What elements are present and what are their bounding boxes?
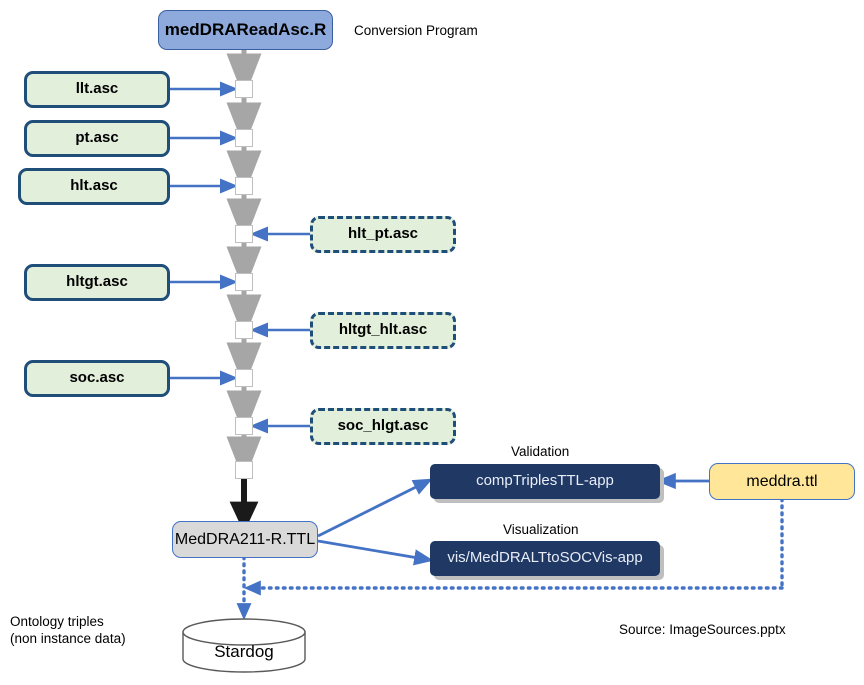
relationship-file-label: hltgt_hlt.asc xyxy=(338,321,428,339)
database-label: Stardog xyxy=(214,642,274,662)
source-file-llt[interactable]: llt.asc xyxy=(24,71,170,108)
conversion-program-label: Conversion Program xyxy=(354,23,478,38)
relationship-file-label: hlt_pt.asc xyxy=(347,225,419,243)
relationship-file-hlt-pt[interactable]: hlt_pt.asc xyxy=(310,216,456,253)
pipeline-junction xyxy=(235,321,253,339)
relationship-file-label: soc_hlgt.asc xyxy=(337,417,429,435)
program-box-medDRAReadAsc[interactable]: medDRAReadAsc.R xyxy=(158,10,333,50)
pipeline-junction xyxy=(235,417,253,435)
app-label: compTriplesTTL-app xyxy=(476,472,614,490)
visualization-caption: Visualization xyxy=(503,522,579,537)
stardog-cylinder-shape xyxy=(182,618,306,673)
app-compTriplesTTL[interactable]: compTriplesTTL-app xyxy=(430,464,660,499)
relationship-file-hltgt-hlt[interactable]: hltgt_hlt.asc xyxy=(310,312,456,349)
pipeline-junction xyxy=(235,225,253,243)
source-file-hltgt[interactable]: hltgt.asc xyxy=(24,264,170,301)
source-file-soc[interactable]: soc.asc xyxy=(24,360,170,397)
source-file-hlt[interactable]: hlt.asc xyxy=(18,168,170,205)
pipeline-junction xyxy=(235,177,253,195)
input-ontology-meddra-ttl[interactable]: meddra.ttl xyxy=(709,463,855,500)
pipeline-junction xyxy=(235,80,253,98)
validation-caption: Validation xyxy=(511,444,570,459)
source-file-label: soc.asc xyxy=(69,369,125,387)
ontology-triples-note-line2: (non instance data) xyxy=(10,631,126,646)
pipeline-junction xyxy=(235,461,253,479)
app-vis-MedDRALTtoSOCVis[interactable]: vis/MedDRALTtoSOCVis-app xyxy=(430,541,660,576)
output-file-label: MedDRA211-R.TTL xyxy=(174,530,316,548)
program-box-label: medDRAReadAsc.R xyxy=(164,19,327,39)
pipeline-junction xyxy=(235,369,253,387)
app-label: vis/MedDRALTtoSOCVis-app xyxy=(447,549,643,567)
ontology-triples-note-line1: Ontology triples xyxy=(10,614,104,629)
pipeline-junction xyxy=(235,273,253,291)
source-note: Source: ImageSources.pptx xyxy=(619,622,786,637)
source-file-label: llt.asc xyxy=(75,80,119,98)
pipeline-junction xyxy=(235,129,253,147)
input-ontology-label: meddra.ttl xyxy=(746,472,818,490)
source-file-pt[interactable]: pt.asc xyxy=(24,120,170,157)
source-file-label: pt.asc xyxy=(75,129,119,147)
database-stardog[interactable]: Stardog xyxy=(183,632,305,673)
output-file-medra-ttl[interactable]: MedDRA211-R.TTL xyxy=(172,521,318,558)
source-file-label: hltgt.asc xyxy=(66,273,128,291)
source-file-label: hlt.asc xyxy=(70,177,118,195)
relationship-file-soc-hlgt[interactable]: soc_hlgt.asc xyxy=(310,408,456,445)
